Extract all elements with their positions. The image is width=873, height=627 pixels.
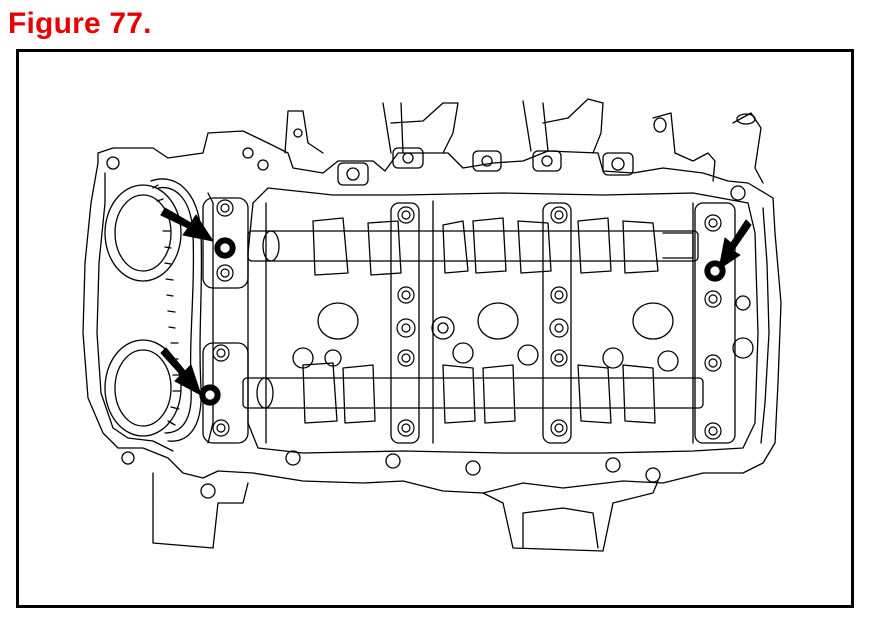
arrow-icon-upper-left bbox=[160, 207, 214, 242]
cam-carrier-perimeter bbox=[247, 187, 759, 454]
figure-frame bbox=[16, 49, 854, 608]
highlighted-bolts bbox=[199, 237, 726, 406]
upper-camshaft bbox=[247, 217, 699, 276]
engine-cylinder-head-illustration bbox=[82, 98, 782, 552]
lower-camshaft bbox=[242, 362, 704, 424]
plug-wells bbox=[121, 295, 754, 499]
callout-arrows bbox=[160, 207, 752, 396]
arrow-icon-lower-left bbox=[160, 347, 202, 396]
cylinder-head-outline bbox=[82, 130, 782, 552]
figure-title: Figure 77. bbox=[8, 7, 152, 40]
arrow-icon-right bbox=[718, 219, 752, 270]
bearing-caps bbox=[202, 197, 736, 444]
top-ports bbox=[106, 98, 764, 201]
cam-cap-bolts bbox=[212, 199, 722, 440]
